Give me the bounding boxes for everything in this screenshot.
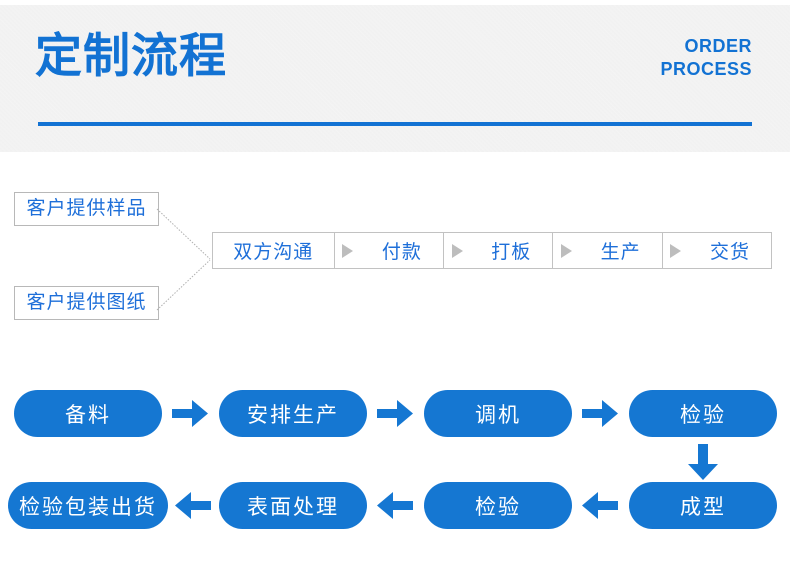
arrow-left-icon (175, 492, 211, 519)
order-intake-flow: 客户提供样品 客户提供图纸 双方沟通 付款 打板 生产 交货 (0, 152, 790, 352)
arrow-down-icon (688, 444, 718, 480)
production-flow: 备料 安排生产 调机 检验 成型 检验 表面处理 检验包装出货 (0, 352, 790, 567)
arrow-left-icon (377, 492, 413, 519)
flow-step-inspect-pack-ship[interactable]: 检验包装出货 (8, 482, 168, 529)
arrow-left-icon (582, 492, 618, 519)
chain-separator-3 (552, 233, 579, 268)
flow-step-surface-treatment[interactable]: 表面处理 (219, 482, 367, 529)
flow-step-machine-setup[interactable]: 调机 (424, 390, 572, 437)
chain-step-production[interactable]: 生产 (600, 242, 641, 263)
flow-step-material-prep[interactable]: 备料 (14, 390, 162, 437)
chain-separator-2 (442, 233, 470, 268)
converging-connector-lines (156, 208, 211, 311)
header-divider-rule (38, 122, 752, 126)
chain-separator-4 (661, 233, 689, 268)
flow-step-inspection-second[interactable]: 检验 (424, 482, 572, 529)
triangle-right-icon (342, 243, 354, 258)
process-chain-strip: 双方沟通 付款 打板 生产 交货 (212, 232, 772, 269)
triangle-right-icon (451, 243, 463, 258)
source-box-sample[interactable]: 客户提供样品 (14, 192, 159, 226)
chain-step-sampling[interactable]: 打板 (491, 242, 532, 263)
triangle-right-icon (560, 243, 572, 258)
page-header: 定制流程 ORDER PROCESS (0, 5, 790, 152)
arrow-right-icon (377, 400, 413, 427)
page-subtitle-line2: PROCESS (660, 58, 752, 79)
source-box-drawing[interactable]: 客户提供图纸 (14, 286, 159, 320)
chain-separator-1 (333, 233, 361, 268)
flow-step-inspection-first[interactable]: 检验 (629, 390, 777, 437)
arrow-right-icon (582, 400, 618, 427)
arrow-right-icon (172, 400, 208, 427)
flow-step-schedule-production[interactable]: 安排生产 (219, 390, 367, 437)
chain-step-communication[interactable]: 双方沟通 (233, 242, 314, 263)
flow-step-forming[interactable]: 成型 (629, 482, 777, 529)
triangle-right-icon (670, 243, 682, 258)
chain-step-delivery[interactable]: 交货 (709, 242, 750, 263)
page-subtitle-line1: ORDER (684, 36, 752, 56)
page-subtitle-english: ORDER PROCESS (660, 35, 752, 80)
page-title: 定制流程 (35, 29, 227, 82)
chain-step-payment[interactable]: 付款 (381, 242, 422, 263)
